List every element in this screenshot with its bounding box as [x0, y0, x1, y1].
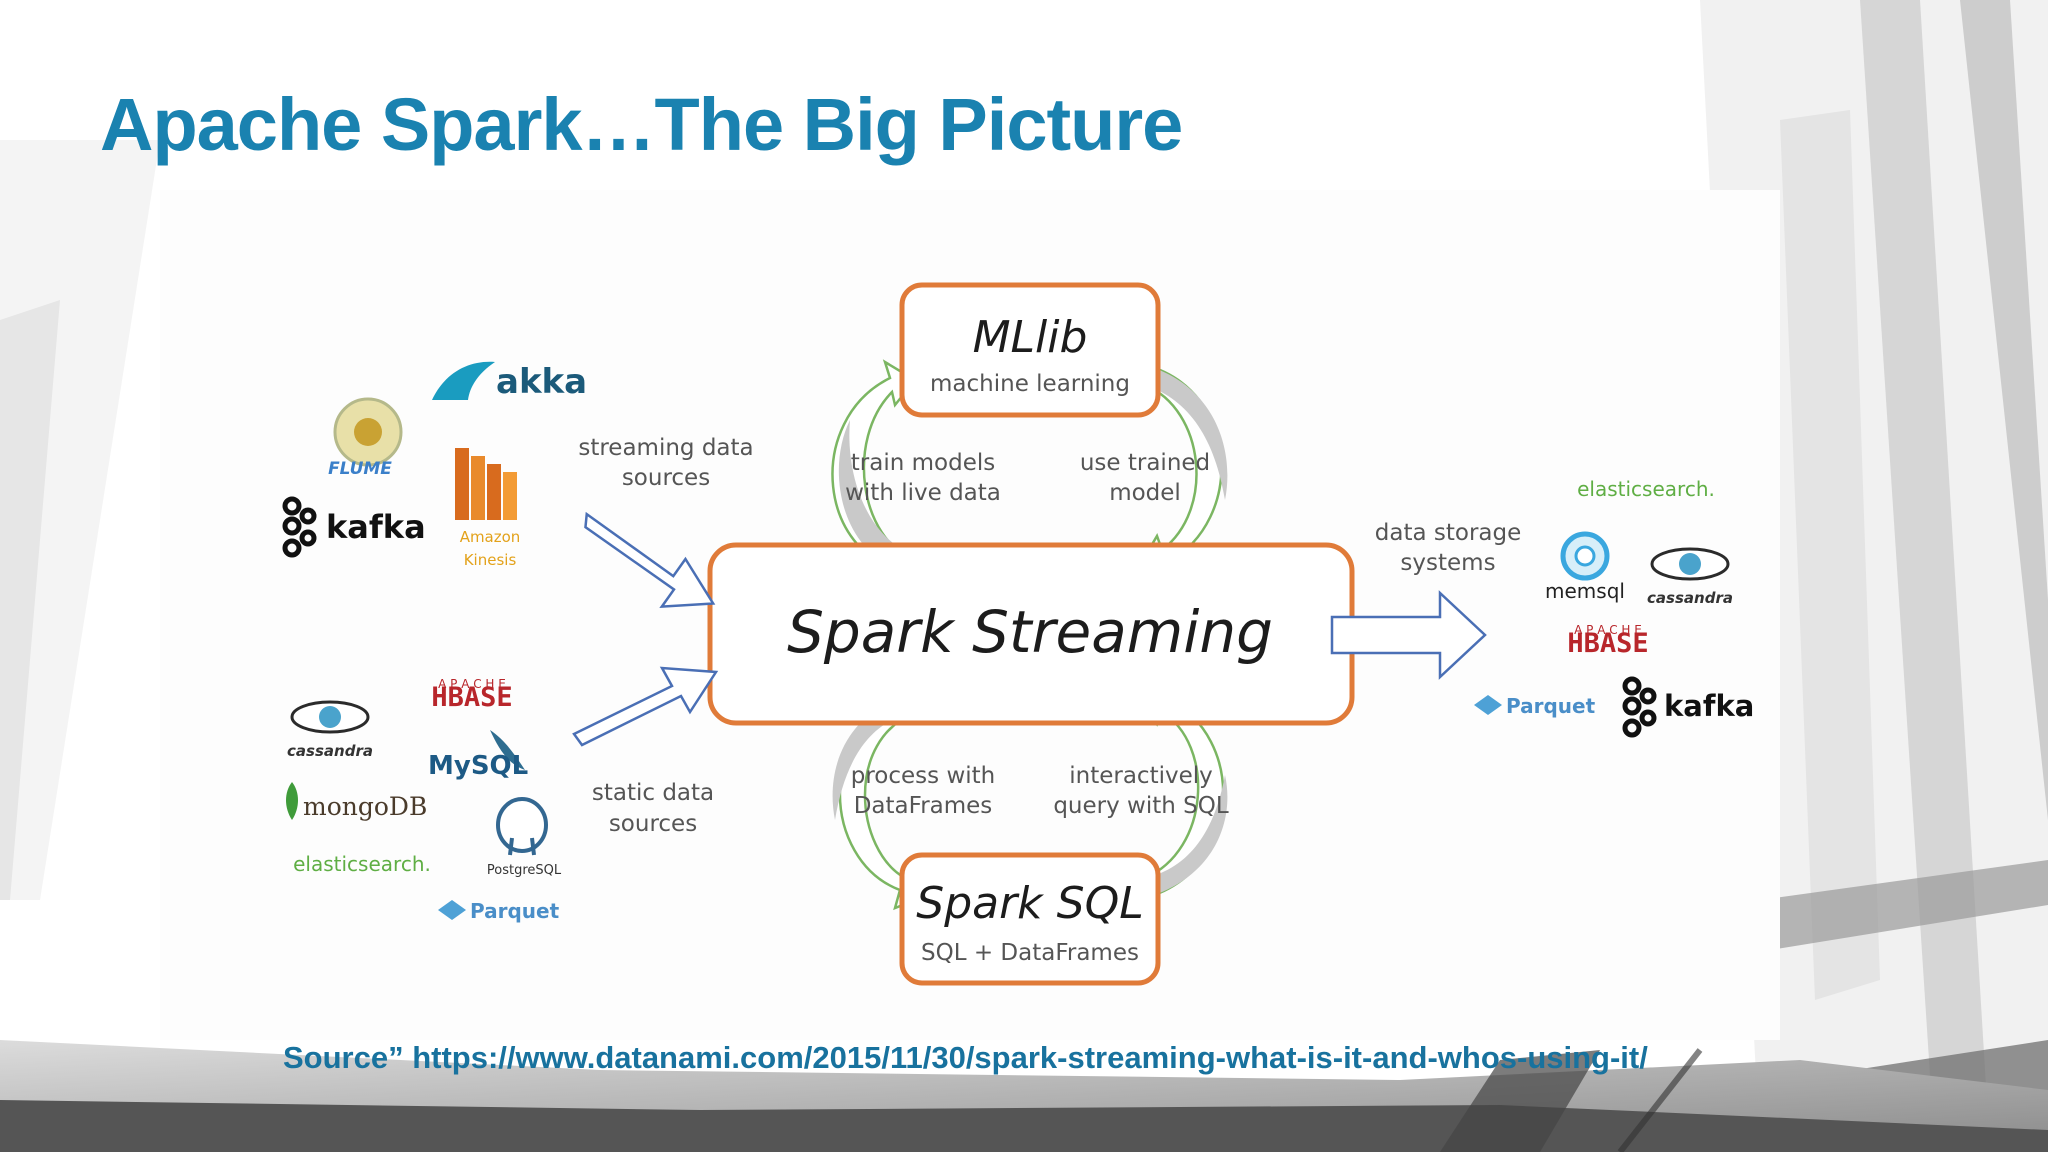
parquet-logo-right: Parquet	[1474, 694, 1596, 718]
streaming-sources-label-2: sources	[622, 465, 710, 491]
parquet-logo-left: Parquet	[438, 899, 560, 923]
mysql-text: MySQL	[428, 751, 528, 781]
hbase-logo-right: A P A C H E HBASE	[1567, 623, 1648, 659]
mongodb-logo: mongoDB	[286, 782, 427, 821]
postgresql-text: PostgreSQL	[487, 863, 562, 878]
hbase-text: HBASE	[431, 682, 512, 713]
static-sources-label-1: static data	[592, 780, 714, 806]
hbase-logo-left: A P A C H E HBASE	[431, 677, 512, 713]
train-arrow-shadow	[838, 420, 915, 575]
sparksql-subtitle: SQL + DataFrames	[921, 940, 1139, 966]
parquet-text: Parquet	[470, 899, 560, 923]
amazon-kinesis-logo: Amazon Kinesis	[455, 448, 520, 569]
query-label-2: query with SQL	[1053, 793, 1229, 819]
process-label-1: process with	[851, 763, 996, 789]
kafka-icon	[282, 496, 317, 558]
akka-icon	[432, 361, 495, 400]
sparksql-title: Spark SQL	[916, 878, 1143, 929]
mysql-logo: MySQL	[428, 730, 528, 781]
cassandra-logo-right: cassandra	[1647, 547, 1733, 607]
postgresql-elephant-icon	[496, 797, 548, 853]
slide-title: Apache Spark…The Big Picture	[100, 83, 1183, 166]
kafka-text: kafka	[326, 508, 426, 546]
storage-systems-label-2: systems	[1400, 550, 1495, 576]
akka-logo: akka	[432, 361, 587, 402]
kafka-logo-left: kafka	[282, 496, 426, 558]
train-label-2: with live data	[845, 480, 1001, 506]
mysql-dolphin-icon	[490, 730, 525, 770]
train-label-1: train models	[851, 450, 995, 476]
postgresql-logo: PostgreSQL	[487, 797, 562, 878]
akka-text: akka	[496, 362, 587, 402]
storage-output-arrow	[1330, 590, 1487, 680]
kinesis-icon	[455, 448, 517, 520]
mllib-title: MLlib	[973, 312, 1088, 363]
mongodb-leaf-icon	[286, 782, 298, 820]
hbase-text-right: HBASE	[1567, 628, 1648, 659]
query-label-1: interactively	[1069, 763, 1213, 789]
kafka-icon-right	[1622, 676, 1657, 738]
mllib-box	[899, 282, 1161, 418]
hbase-apache-text: A P A C H E	[438, 677, 506, 691]
sparksql-box	[899, 852, 1161, 986]
memsql-text: memsql	[1545, 579, 1625, 603]
flume-text: FLUME	[328, 459, 392, 479]
streaming-input-arrow	[584, 511, 716, 609]
spark-streaming-label: Spark Streaming	[787, 598, 1273, 666]
elasticsearch-logo-left: elasticsearch.	[293, 852, 431, 876]
kinesis-text-2: Kinesis	[464, 551, 517, 569]
mllib-subtitle: machine learning	[930, 371, 1130, 397]
hbase-apache-text-right: A P A C H E	[1574, 623, 1642, 637]
mongodb-text: mongoDB	[303, 792, 427, 821]
parquet-text-right: Parquet	[1506, 694, 1596, 718]
cassandra-text: cassandra	[287, 742, 373, 760]
static-input-arrow	[572, 666, 719, 747]
use-label-2: model	[1109, 480, 1181, 506]
streaming-sources-label-1: streaming data	[578, 435, 753, 461]
storage-systems-label-1: data storage	[1375, 520, 1522, 546]
use-label-1: use trained	[1080, 450, 1210, 476]
kafka-text-right: kafka	[1664, 689, 1754, 723]
process-label-2: DataFrames	[854, 793, 993, 819]
static-sources-label-2: sources	[609, 811, 697, 837]
flume-logo: FLUME	[328, 397, 403, 479]
source-citation: Source” https://www.datanami.com/2015/11…	[283, 1040, 1648, 1075]
parquet-icon	[438, 900, 466, 920]
cassandra-logo-left: cassandra	[287, 700, 373, 760]
memsql-logo: memsql	[1545, 531, 1625, 603]
cassandra-text-right: cassandra	[1647, 589, 1733, 607]
kinesis-text-1: Amazon	[460, 528, 521, 546]
kafka-logo-right: kafka	[1622, 676, 1754, 738]
parquet-icon-right	[1474, 695, 1502, 715]
elasticsearch-logo-right: elasticsearch.	[1577, 477, 1715, 501]
